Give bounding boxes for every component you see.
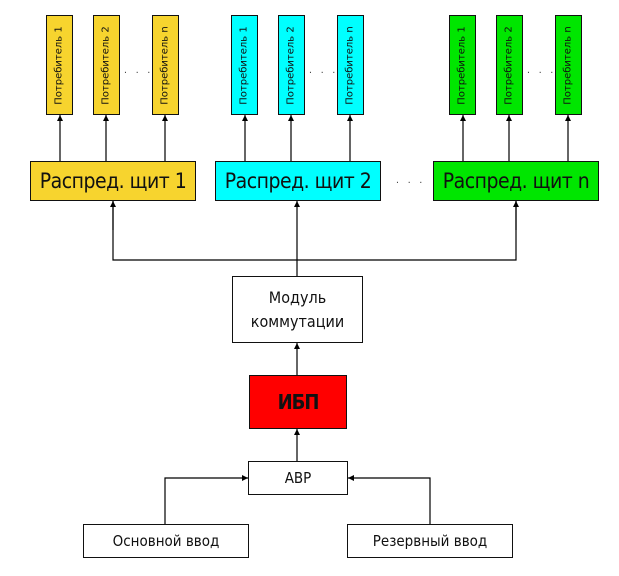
ellipsis-consumers-1: . . . <box>124 65 154 76</box>
consumer-label: Потребитель 2 <box>286 25 297 105</box>
consumer-box-2-2: Потребитель 2 <box>278 15 305 115</box>
consumer-label: Потребитель 2 <box>101 25 112 105</box>
ups-box: ИБП <box>249 375 347 429</box>
consumer-box-1-1: Потребитель 1 <box>46 15 73 115</box>
ellipsis-consumers-2: . . . <box>309 65 339 76</box>
consumer-box-n-2: Потребитель 2 <box>496 15 523 115</box>
bus-line <box>112 201 517 261</box>
distribution-panel-1: Распред. щит 1 <box>30 161 196 201</box>
consumer-label: Потребитель n <box>345 25 357 105</box>
consumer-label: Потребитель n <box>160 25 172 105</box>
consumer-box-n-1: Потребитель 1 <box>449 15 476 115</box>
ats-box: АВР <box>248 461 348 495</box>
line-main-input <box>164 475 248 524</box>
switching-module-box: Модуль коммутации <box>232 276 363 343</box>
consumer-label: Потребитель 2 <box>504 25 515 105</box>
consumer-label: Потребитель 1 <box>239 25 250 105</box>
consumer-box-2-n: Потребитель n <box>337 15 364 115</box>
consumer-label: Потребитель 1 <box>54 25 65 105</box>
distribution-panel-2: Распред. щит 2 <box>215 161 381 201</box>
ellipsis-panels: . . . <box>396 175 426 186</box>
main-input-box: Основной ввод <box>83 524 249 558</box>
consumer-label: Потребитель 1 <box>457 25 468 105</box>
consumer-label: Потребитель n <box>563 25 575 105</box>
consumer-box-2-1: Потребитель 1 <box>231 15 258 115</box>
consumer-box-1-n: Потребитель n <box>152 15 179 115</box>
line-reserve-input <box>348 475 431 524</box>
distribution-panel-n: Распред. щит n <box>433 161 599 201</box>
ellipsis-consumers-n: . . . <box>527 65 557 76</box>
consumer-box-1-2: Потребитель 2 <box>93 15 120 115</box>
consumer-box-n-n: Потребитель n <box>555 15 582 115</box>
reserve-input-box: Резервный ввод <box>347 524 513 558</box>
